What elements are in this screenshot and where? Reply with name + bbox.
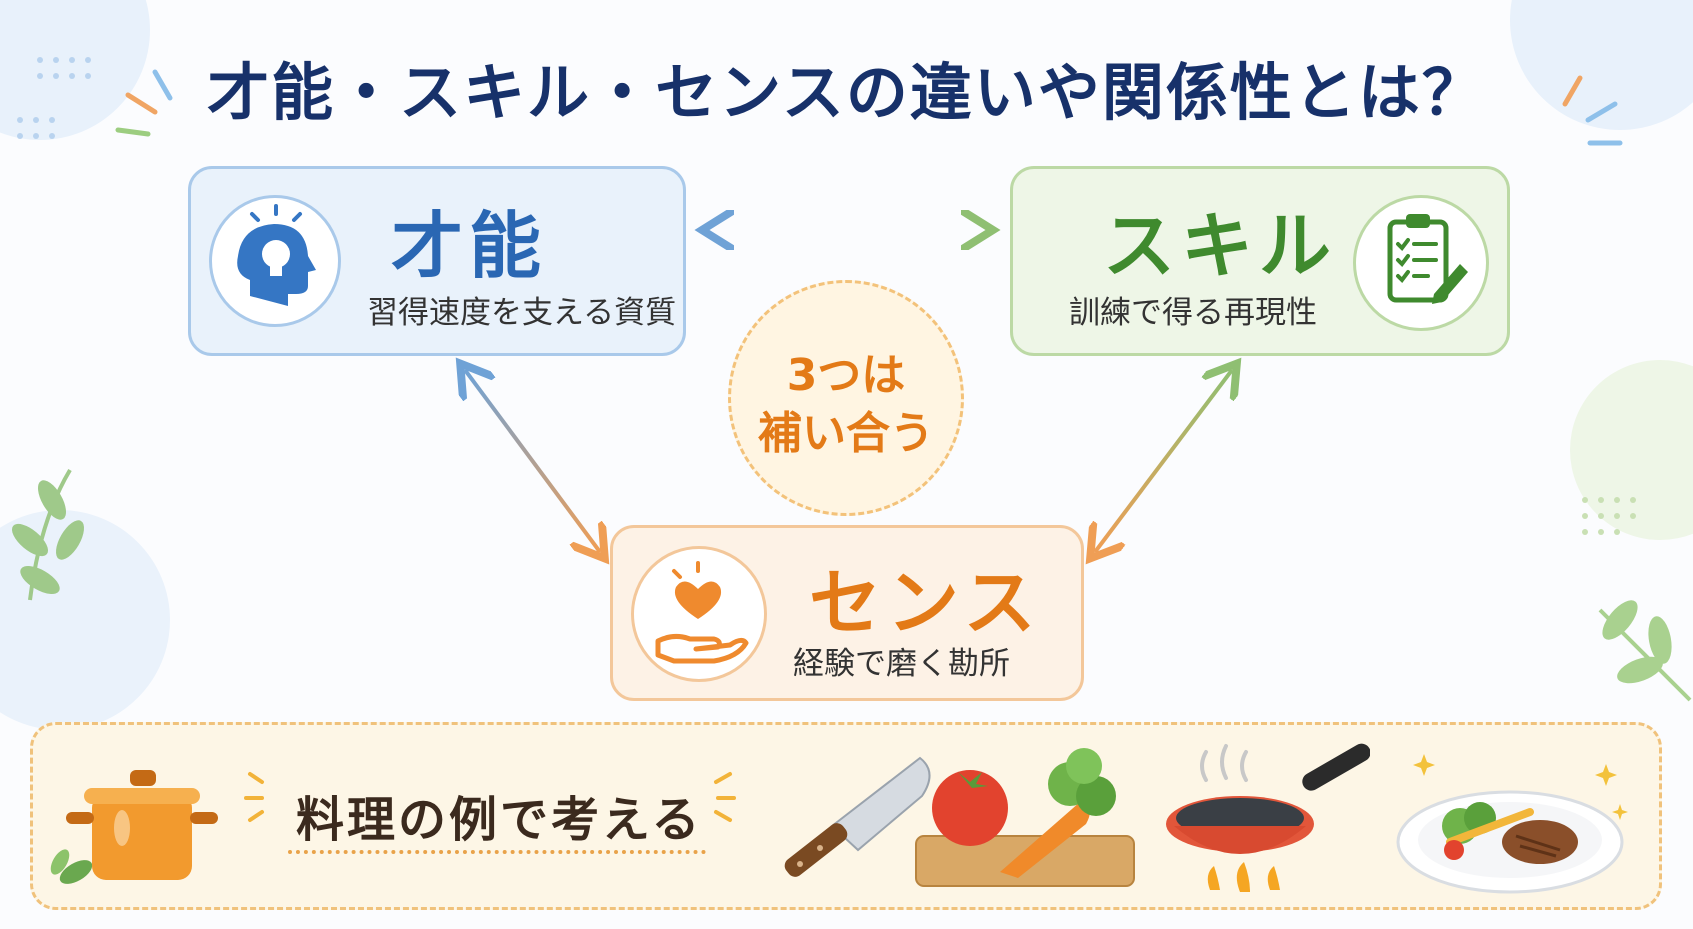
talent-title: 才能	[391, 204, 548, 288]
arrow-talent-sense	[465, 370, 600, 552]
label-sparkles	[244, 772, 736, 822]
center-badge: 3つは 補い合う	[728, 280, 964, 516]
clipboard-checklist-icon	[1353, 195, 1489, 331]
heart-hand-icon	[631, 546, 767, 682]
skill-card: スキル 訓練で得る再現性	[1010, 166, 1510, 356]
skill-title: スキル	[1103, 204, 1338, 288]
skill-subtitle: 訓練で得る再現性	[1069, 295, 1317, 331]
vegetables-cutting-board-icon	[915, 748, 1135, 887]
sense-title: センス	[809, 561, 1042, 645]
center-line1: 3つは	[786, 350, 906, 401]
cooking-example-label: 料理の例で考える	[296, 792, 703, 848]
frying-pan-icon	[1166, 743, 1370, 892]
talent-subtitle: 習得速度を支える資質	[367, 295, 677, 331]
center-line2: 補い合う	[758, 408, 934, 459]
arrow-skill-sense	[1095, 370, 1232, 552]
label-underline	[288, 850, 706, 854]
pot-icon	[50, 770, 218, 884]
head-lightbulb-icon	[209, 195, 341, 327]
sense-subtitle: 経験で磨く勘所	[793, 646, 1010, 682]
plated-dish-icon	[1396, 754, 1628, 894]
page-title: 才能・スキル・センスの違いや関係性とは？	[207, 56, 1486, 129]
sense-card: センス 経験で磨く勘所	[610, 525, 1084, 701]
talent-card: 才能 習得速度を支える資質	[188, 166, 686, 356]
knife-icon	[784, 756, 931, 877]
